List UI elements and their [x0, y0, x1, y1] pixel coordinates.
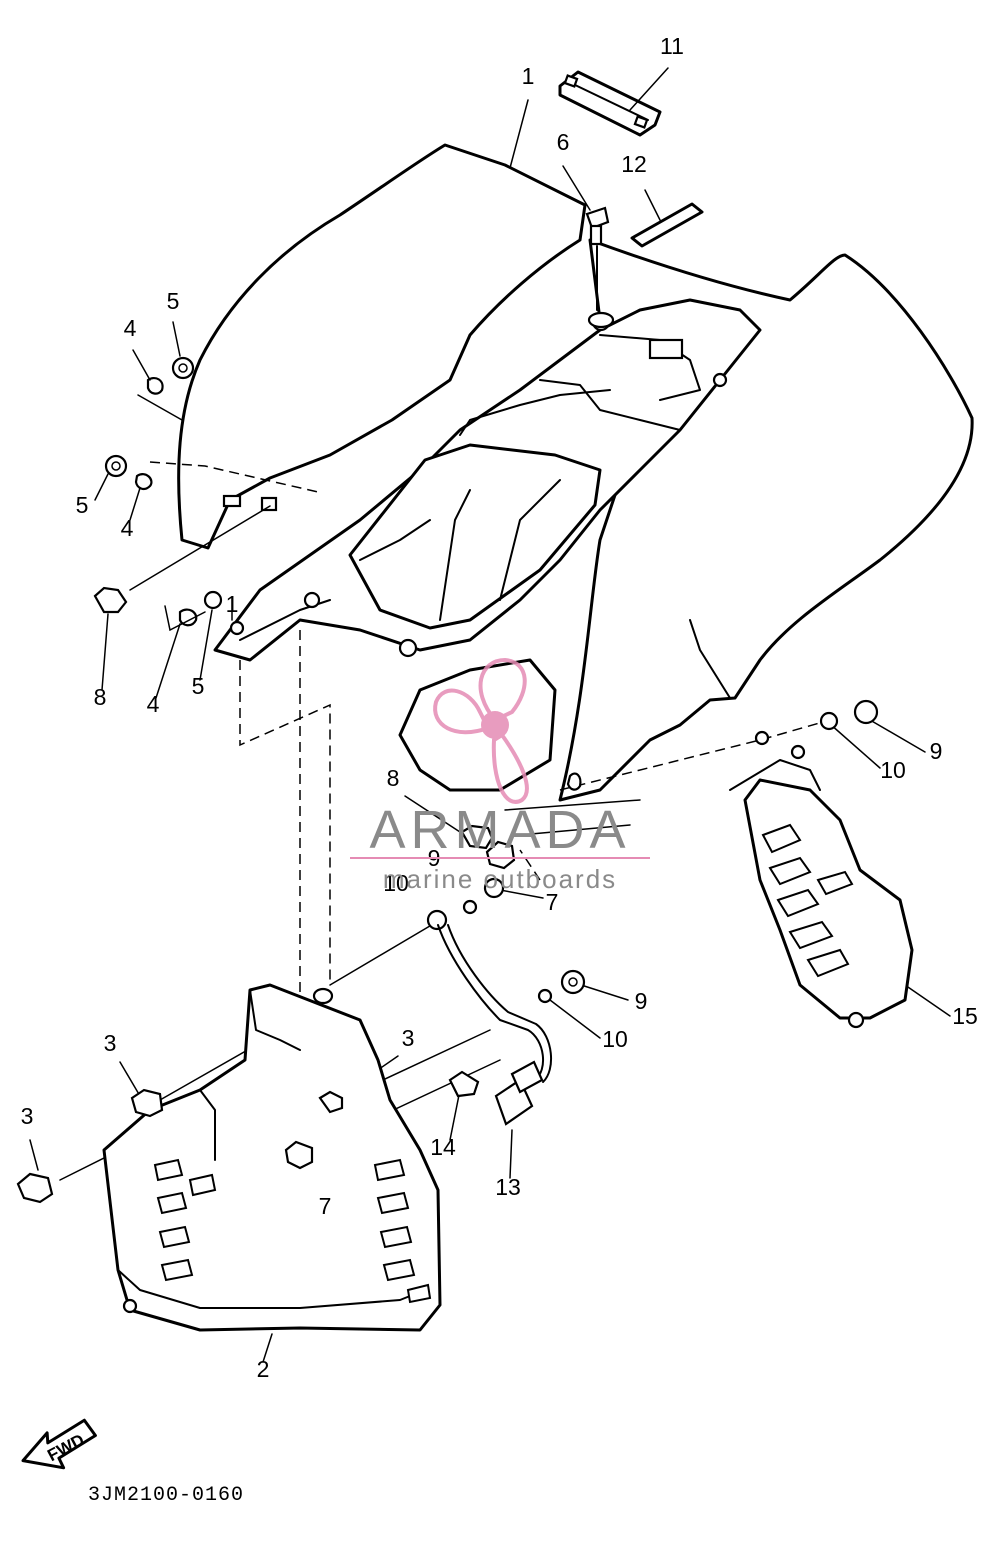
- callout-3: 3: [104, 1030, 117, 1056]
- screws-group: [16, 1088, 344, 1204]
- left-hardware-group: [93, 356, 319, 632]
- bolt-part-6: [585, 206, 615, 329]
- callout-5: 5: [76, 492, 89, 518]
- mud-flap-part-2: [102, 983, 442, 1332]
- callout-14: 14: [430, 1134, 456, 1160]
- callout-3: 3: [21, 1103, 34, 1129]
- callout-5: 5: [192, 673, 205, 699]
- callout-8: 8: [387, 765, 400, 791]
- propeller-logo-icon: [433, 657, 529, 804]
- watermark-tagline: marine outboards: [383, 864, 617, 894]
- callout-1: 1: [226, 591, 239, 617]
- callout-4: 4: [124, 315, 137, 341]
- callout-4: 4: [121, 515, 134, 541]
- fwd-arrow-icon: FWD: [21, 1418, 97, 1470]
- callout-7: 7: [546, 889, 559, 915]
- rear-fender-part: [177, 143, 974, 802]
- mid-hardware-group: [426, 699, 879, 1004]
- callout-4: 4: [147, 691, 160, 717]
- side-cover-part-15: [729, 759, 914, 1029]
- drawing-code: 3JM2100-0160: [88, 1484, 244, 1507]
- callout-11: 11: [660, 33, 684, 59]
- callout-9: 9: [635, 988, 648, 1014]
- callout-7: 7: [319, 1193, 332, 1219]
- leader-lines: [29, 67, 951, 1363]
- label-part-12: [630, 202, 704, 248]
- callout-6: 6: [557, 129, 570, 155]
- strap-part-11: [558, 70, 662, 137]
- callout-1: 1: [522, 63, 535, 89]
- armada-watermark: ARMADA marine outboards: [350, 657, 650, 894]
- callout-9: 9: [930, 738, 943, 764]
- callout-8: 8: [94, 684, 107, 710]
- callout-13: 13: [495, 1174, 521, 1200]
- callout-12: 12: [621, 151, 647, 177]
- callout-10: 10: [383, 870, 409, 896]
- callout-2: 2: [257, 1356, 270, 1382]
- stay-bracket-part: [437, 924, 553, 1126]
- watermark-brand: ARMADA: [369, 800, 630, 860]
- callout-3: 3: [402, 1025, 415, 1051]
- callout-15: 15: [952, 1003, 978, 1029]
- callout-5: 5: [167, 288, 180, 314]
- callout-10: 10: [880, 757, 906, 783]
- callout-10: 10: [602, 1026, 628, 1052]
